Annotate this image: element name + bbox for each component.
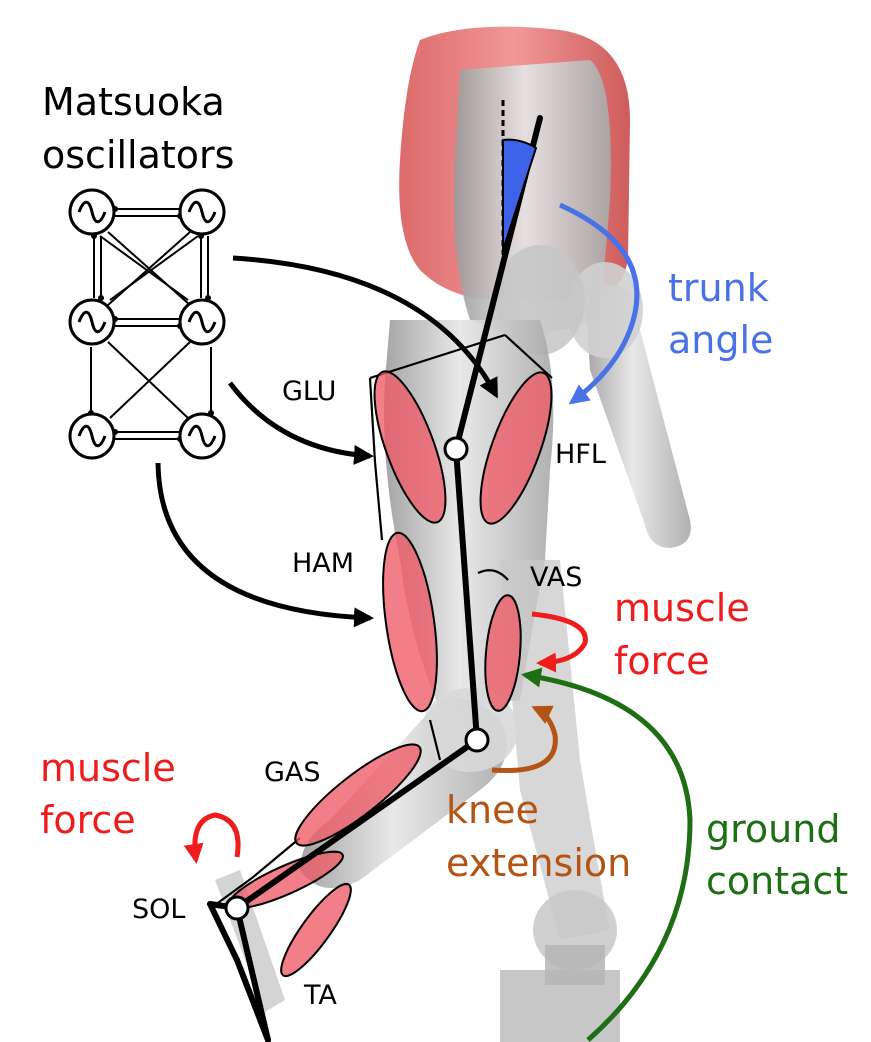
label-glu: GLU [282,376,336,407]
muscle-force-left-line1: muscle [40,746,176,790]
label-vas: VAS [530,562,582,593]
oscillator-nodes [70,190,224,458]
knee-extension-line1: knee [446,788,539,832]
ground-contact-line2: contact [706,859,848,903]
muscle-force-left-line2: force [40,798,136,842]
trunk-angle-line2: angle [668,318,773,362]
knee-joint [466,729,488,751]
trunk-angle-line1: trunk [668,266,769,310]
ground-contact-line1: ground [706,807,840,851]
title-line2: oscillators [42,133,234,177]
muscle-force-right-line2: force [614,639,710,683]
oscillator-node [180,300,224,344]
arrow-to-ham [158,463,370,618]
knee-extension-line2: extension [446,841,631,885]
muscle-group [224,364,566,984]
ankle-joint [226,897,248,919]
label-gas: GAS [264,757,321,788]
oscillator-node [70,414,114,458]
oscillator-node [180,190,224,234]
oscillator-node [180,414,224,458]
label-ham: HAM [292,548,354,579]
label-hfl: HFL [555,439,606,470]
title-line1: Matsuoka [42,80,225,124]
muscle-force-right-line1: muscle [614,586,750,630]
oscillator-node [70,300,114,344]
label-ta: TA [303,980,337,1011]
oscillator-node [70,190,114,234]
muscle-force-arrow-left [195,815,238,860]
hip-joint [445,438,467,460]
label-sol: SOL [132,894,185,925]
